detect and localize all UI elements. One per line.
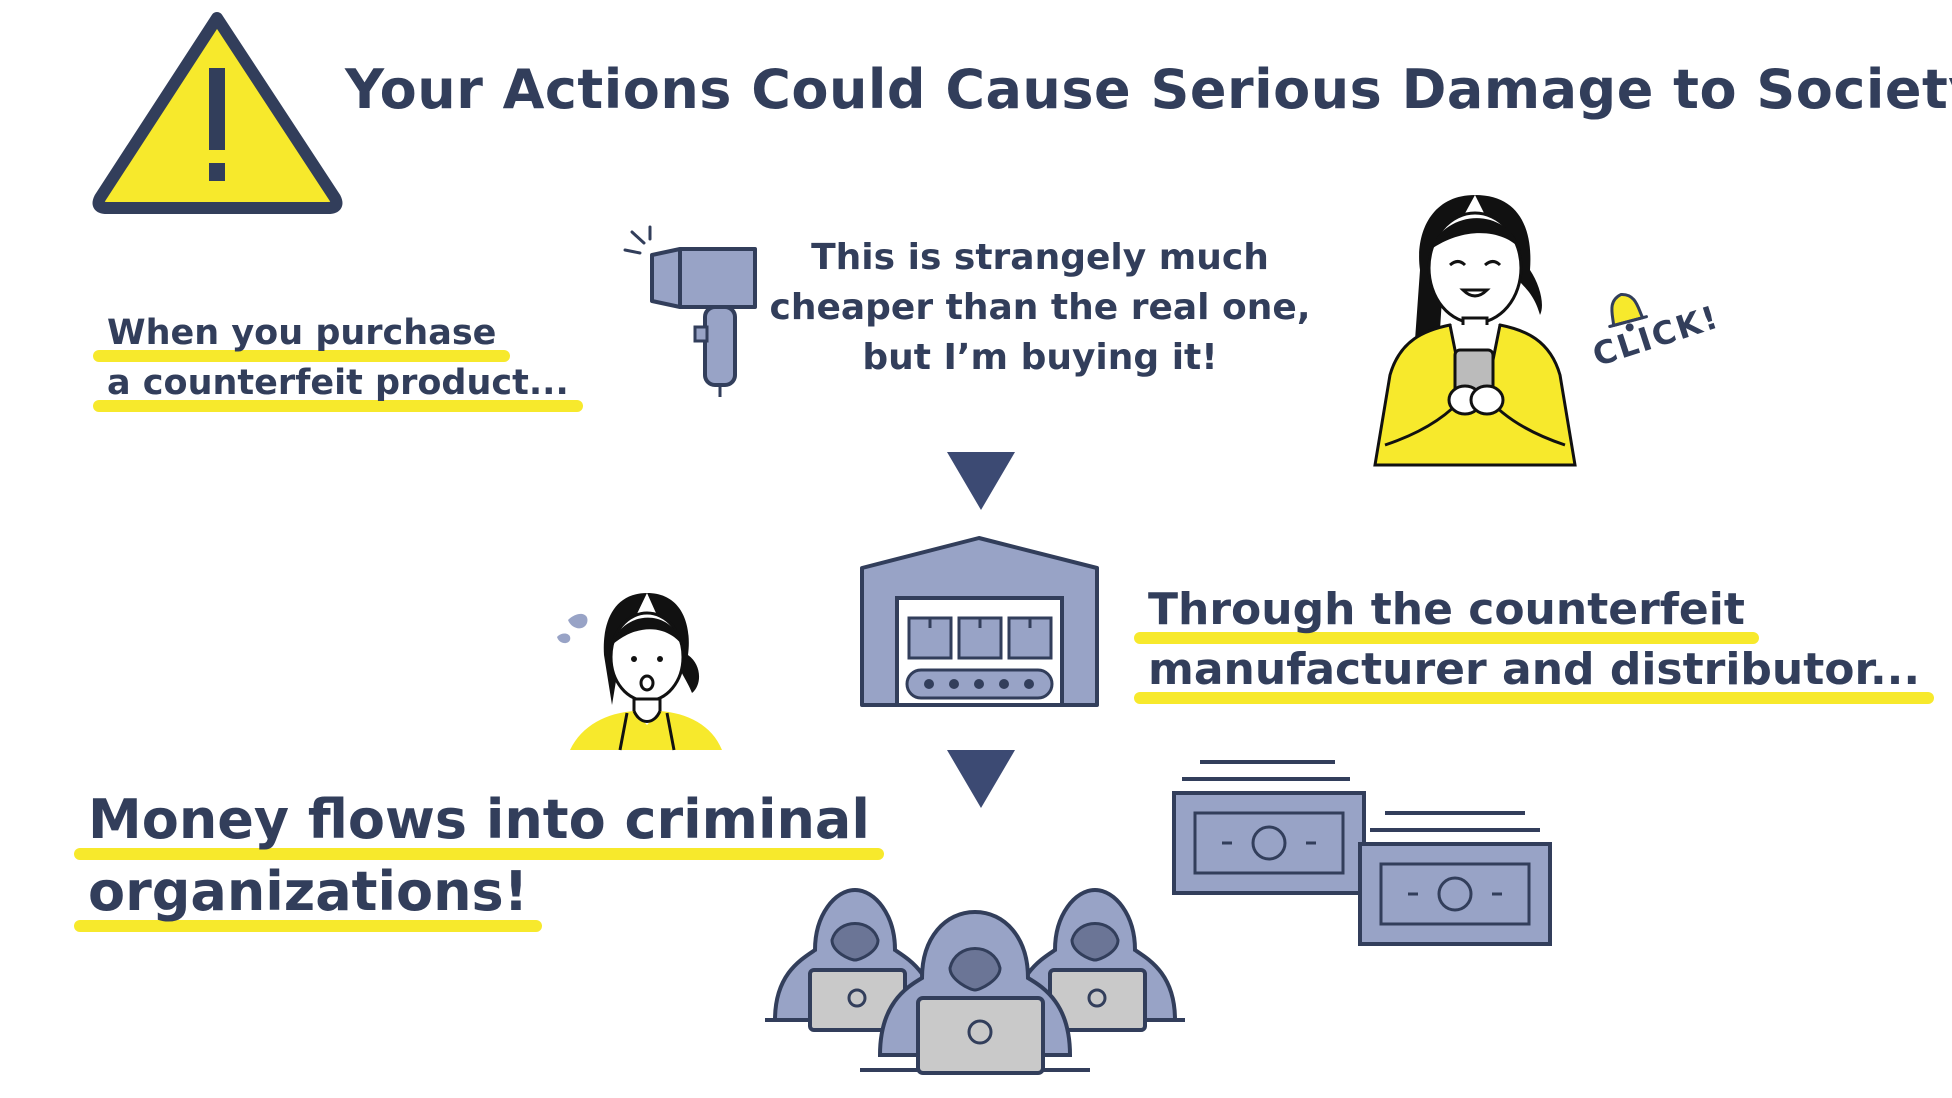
through-line-1: Through the counterfeit (1134, 580, 1759, 644)
intro-line-1: When you purchase (92, 308, 511, 362)
through-line-2: manufacturer and distributor... (1133, 640, 1935, 704)
hackers-illustration (765, 887, 1185, 1075)
money-line-1: Money flows into criminal (74, 784, 884, 860)
warning-icon (92, 12, 343, 214)
intro-text: When you purchase a counterfeit product.… (92, 308, 583, 412)
money-bills-icon (1172, 760, 1552, 946)
shopping-woman-illustration (1373, 195, 1577, 467)
through-text: Through the counterfeit manufacturer and… (1133, 580, 1935, 704)
page-title: Your Actions Could Cause Serious Damage … (345, 58, 1952, 121)
hair-dryer-icon (623, 225, 757, 397)
money-text: Money flows into criminal organizations! (73, 784, 884, 932)
speech-line-3: but I’m buying it! (862, 337, 1218, 378)
speech-line-1: This is strangely much (811, 237, 1269, 278)
arrow-down-icon (947, 452, 1015, 510)
arrow-down-icon (947, 750, 1015, 808)
speech-line-2: cheaper than the real one, (769, 287, 1311, 328)
speech-text: This is strangely much cheaper than the … (760, 233, 1320, 383)
money-line-2: organizations! (73, 856, 543, 932)
bell-icon (1608, 293, 1648, 332)
intro-line-2: a counterfeit product... (93, 358, 583, 412)
factory-icon (860, 536, 1099, 707)
worried-woman-illustration (557, 593, 722, 751)
